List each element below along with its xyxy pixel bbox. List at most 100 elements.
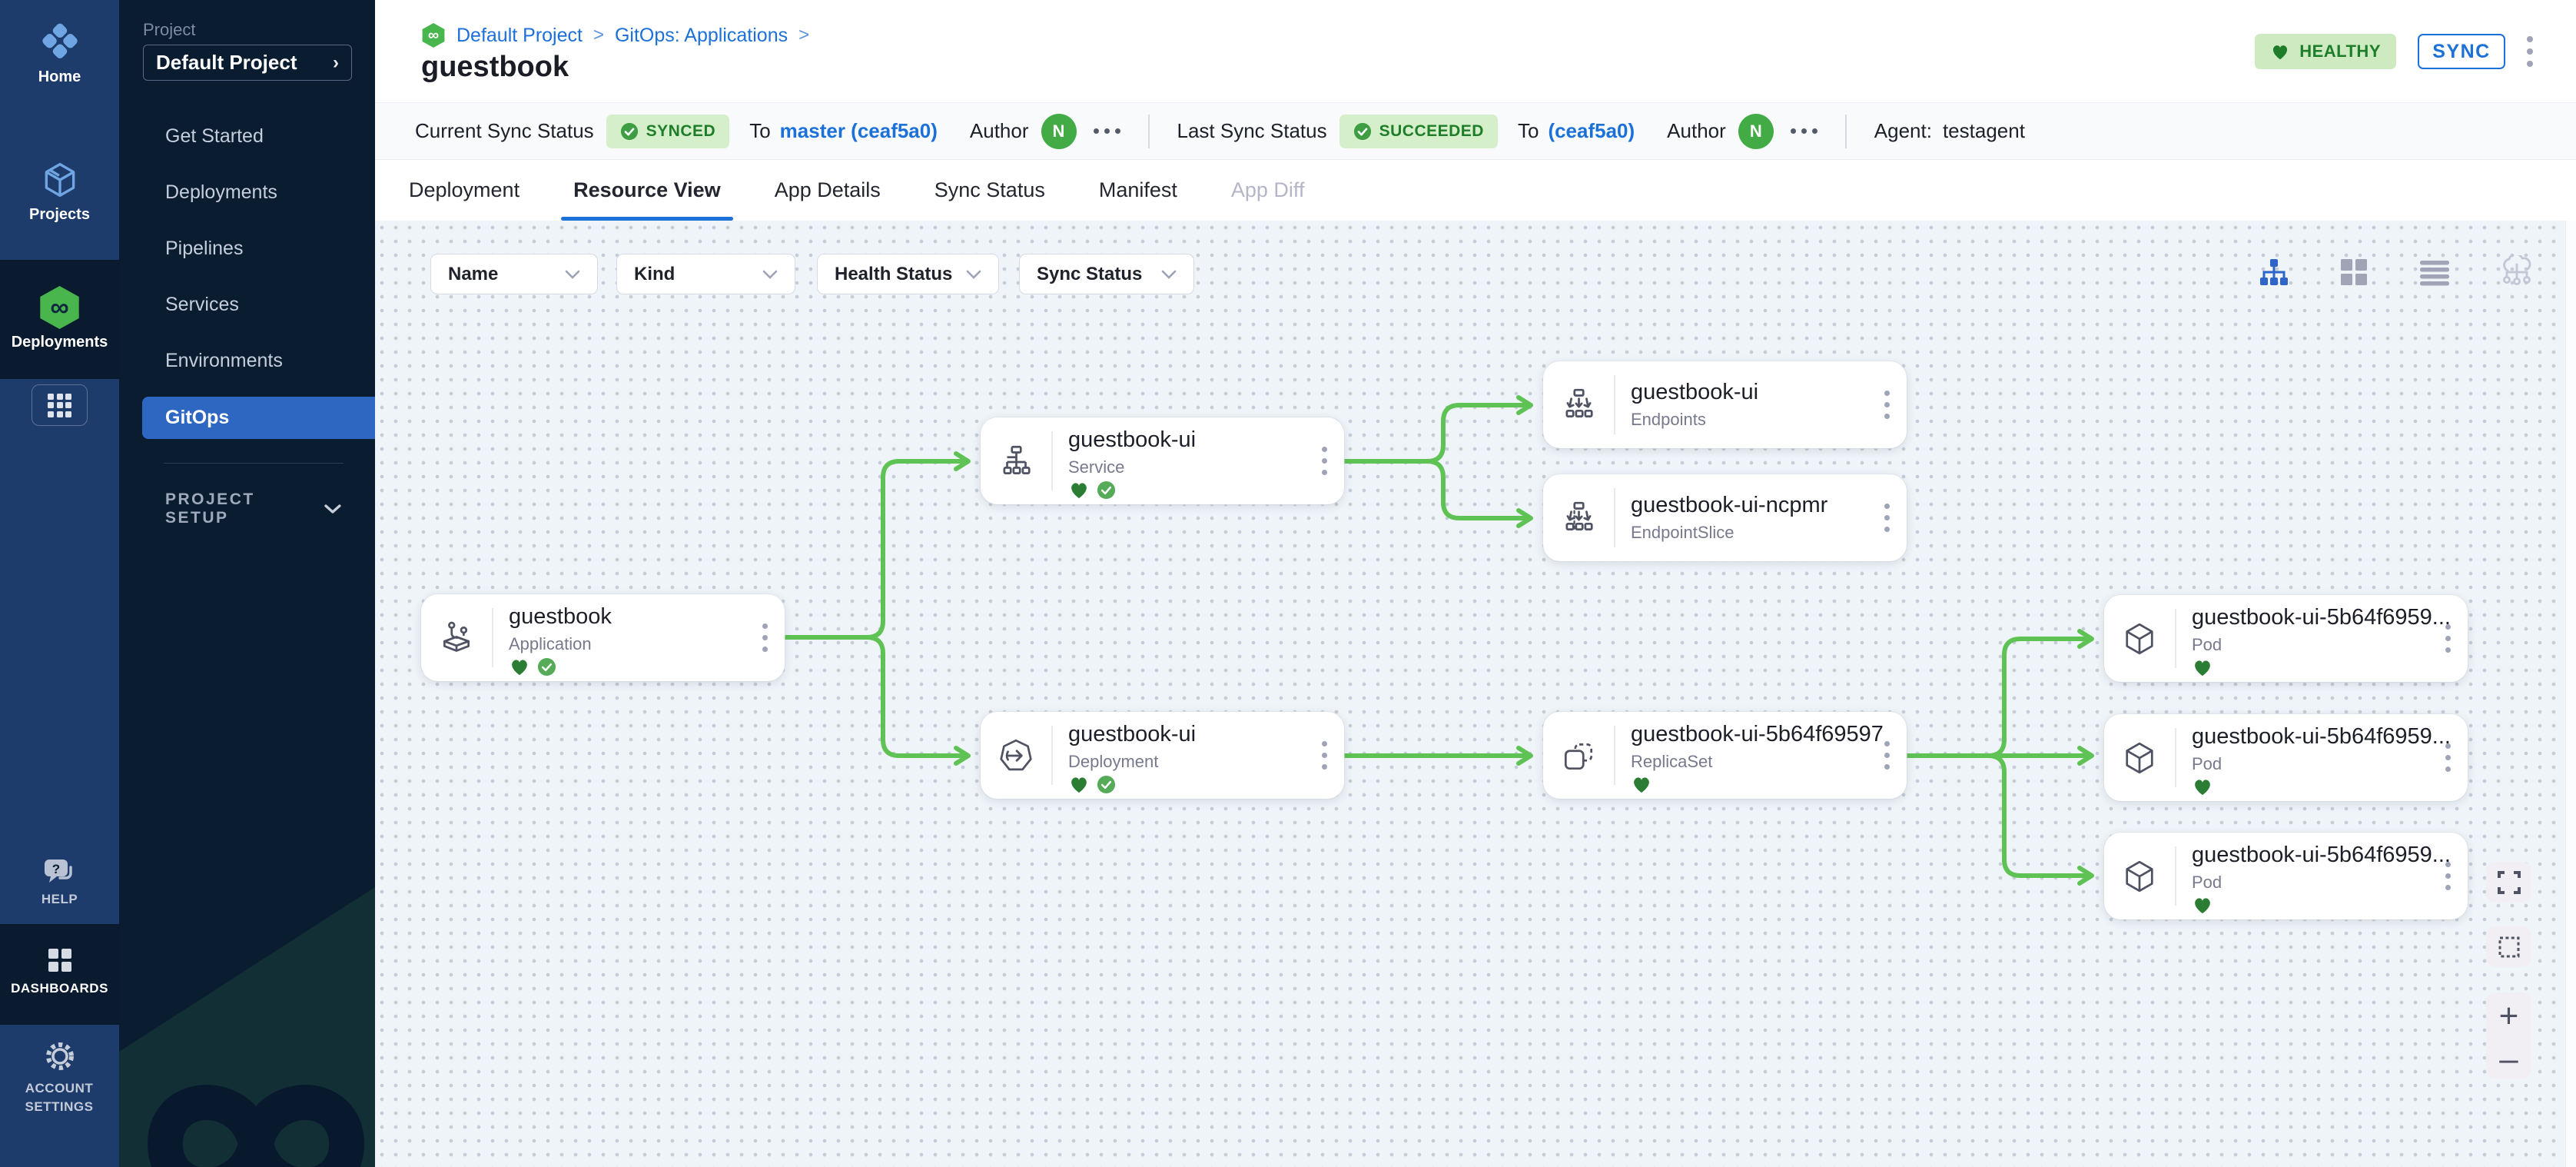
gear-icon (45, 1042, 74, 1070)
zoom-controls: + – (2486, 992, 2531, 1079)
node-kind: Endpoints (1631, 410, 1706, 429)
cube-icon (45, 162, 75, 198)
node-deployment-guestbook-ui[interactable]: guestbook-ui Deployment (981, 712, 1344, 799)
tab-app-details[interactable]: App Details (774, 178, 881, 201)
sidebar-item-environments[interactable]: Environments (165, 350, 283, 371)
node-menu-button[interactable] (1322, 447, 1327, 475)
filter-name[interactable]: Name (430, 254, 598, 294)
fullscreen-button[interactable] (2486, 862, 2531, 903)
project-selector[interactable]: Default Project › (143, 45, 352, 81)
list-view-icon[interactable] (2418, 256, 2452, 288)
current-sync-status-value: SYNCED (646, 121, 716, 140)
main-content: ∞ Default Project > GitOps: Applications… (375, 0, 2576, 1167)
pod-icon (2104, 714, 2175, 801)
node-title: guestbook-ui-5b64f6959... (2192, 843, 2451, 867)
sidebar-item-pipelines[interactable]: Pipelines (165, 238, 244, 259)
tab-sync-status[interactable]: Sync Status (934, 178, 1045, 201)
breadcrumb-link-project[interactable]: Default Project (456, 24, 583, 46)
node-pod-2[interactable]: guestbook-ui-5b64f6959... Pod (2104, 714, 2468, 801)
breadcrumb: ∞ Default Project > GitOps: Applications… (421, 23, 809, 48)
rail-item-help[interactable]: ? HELP (0, 855, 119, 909)
node-title: guestbook-ui (1631, 380, 1759, 404)
to-label: To (749, 119, 771, 142)
commit-more-button[interactable] (1790, 128, 1817, 134)
sync-button[interactable]: SYNC (2418, 34, 2505, 69)
agent-label: Agent: (1874, 119, 1932, 142)
tab-resource-view[interactable]: Resource View (561, 160, 733, 221)
divider (2175, 609, 2176, 668)
author-avatar[interactable]: N (1041, 113, 1077, 149)
healthy-heart-icon (1071, 483, 1087, 499)
synced-check-icon (1097, 775, 1116, 793)
commit-more-button[interactable] (1093, 128, 1120, 134)
healthy-heart-icon (1634, 777, 1649, 793)
sidebar-item-deployments[interactable]: Deployments (165, 181, 277, 203)
chevron-down-icon (1161, 270, 1177, 279)
fullscreen-icon (2497, 870, 2521, 894)
node-menu-button[interactable] (1884, 504, 1890, 532)
resource-tree-canvas[interactable]: Name Kind Health Status Sync Status (375, 221, 2576, 1167)
last-sync-status-label: Last Sync Status (1177, 119, 1327, 142)
node-title: guestbook-ui-5b64f6959... (2192, 605, 2451, 630)
zoom-in-button[interactable]: + (2498, 996, 2519, 1035)
project-selector-value: Default Project (156, 51, 297, 74)
node-service-guestbook-ui[interactable]: guestbook-ui Service (981, 417, 1344, 504)
node-menu-button[interactable] (2445, 743, 2451, 772)
node-kind: EndpointSlice (1631, 523, 1734, 542)
all-modules-button[interactable] (32, 384, 88, 426)
divider (164, 463, 344, 464)
divider (2175, 846, 2176, 906)
breadcrumb-link-gitops-applications[interactable]: GitOps: Applications (614, 24, 788, 46)
rail-item-home[interactable]: Home (0, 21, 119, 86)
node-menu-button[interactable] (762, 623, 768, 652)
grid-view-icon[interactable] (2338, 256, 2370, 288)
check-circle-icon (620, 122, 638, 140)
current-target-revision-link[interactable]: master (ceaf5a0) (779, 119, 938, 142)
zoom-out-button[interactable]: – (2499, 1039, 2518, 1078)
rail-item-dashboards[interactable]: DASHBOARDS (0, 949, 119, 998)
tab-deployment[interactable]: Deployment (409, 178, 520, 201)
node-kind: Application (509, 634, 592, 653)
sidebar-item-gitops[interactable]: GitOps (142, 397, 375, 439)
rail-item-projects[interactable]: Projects (0, 160, 119, 224)
synced-check-icon (537, 657, 556, 676)
help-chat-icon: ? (44, 859, 72, 883)
node-menu-button[interactable] (2445, 862, 2451, 890)
app-menu-button[interactable] (2527, 36, 2533, 67)
cluster-view-icon[interactable] (2499, 255, 2535, 289)
node-title: guestbook-ui-5b64f69597 (1631, 722, 1884, 746)
tab-manifest[interactable]: Manifest (1098, 178, 1177, 201)
sidebar-item-services[interactable]: Services (165, 294, 239, 315)
node-endpoints-guestbook-ui[interactable]: guestbook-ui Endpoints (1543, 361, 1907, 448)
replicaset-icon (1543, 712, 1614, 799)
node-menu-button[interactable] (1884, 391, 1890, 419)
author-avatar[interactable]: N (1738, 113, 1774, 149)
rail-item-deployments[interactable]: ∞ Deployments (0, 286, 119, 351)
node-menu-button[interactable] (2445, 624, 2451, 653)
node-menu-button[interactable] (1884, 741, 1890, 770)
filter-health-status[interactable]: Health Status (817, 254, 999, 294)
heart-icon (2273, 45, 2288, 60)
node-application-guestbook[interactable]: guestbook Application (421, 594, 785, 681)
filter-label: Sync Status (1037, 263, 1143, 284)
sidebar-item-get-started[interactable]: Get Started (165, 125, 264, 147)
node-title: guestbook-ui-5b64f6959... (2192, 724, 2451, 749)
tree-view-icon[interactable] (2258, 256, 2290, 288)
scrollbar-track[interactable] (2565, 221, 2576, 1167)
node-endpointslice-guestbook-ui-ncpmr[interactable]: guestbook-ui-ncpmr EndpointSlice (1543, 474, 1907, 561)
node-pod-1[interactable]: guestbook-ui-5b64f6959... Pod (2104, 595, 2468, 682)
project-setup-toggle[interactable]: PROJECT SETUP (165, 490, 342, 527)
node-replicaset-guestbook-ui-5b64f69597[interactable]: guestbook-ui-5b64f69597 ReplicaSet (1543, 712, 1907, 799)
to-label: To (1517, 119, 1539, 142)
node-menu-button[interactable] (1322, 741, 1327, 770)
rail-item-label: Home (38, 68, 81, 85)
pod-icon (2104, 833, 2175, 919)
last-target-revision-link[interactable]: (ceaf5a0) (1548, 119, 1635, 142)
filter-sync-status[interactable]: Sync Status (1019, 254, 1194, 294)
filter-label: Kind (634, 263, 676, 284)
check-circle-icon (1353, 122, 1371, 140)
rail-item-account-settings[interactable]: ACCOUNT SETTINGS (0, 1039, 119, 1116)
node-pod-3[interactable]: guestbook-ui-5b64f6959... Pod (2104, 833, 2468, 919)
selection-box-button[interactable] (2486, 926, 2531, 967)
filter-kind[interactable]: Kind (616, 254, 795, 294)
